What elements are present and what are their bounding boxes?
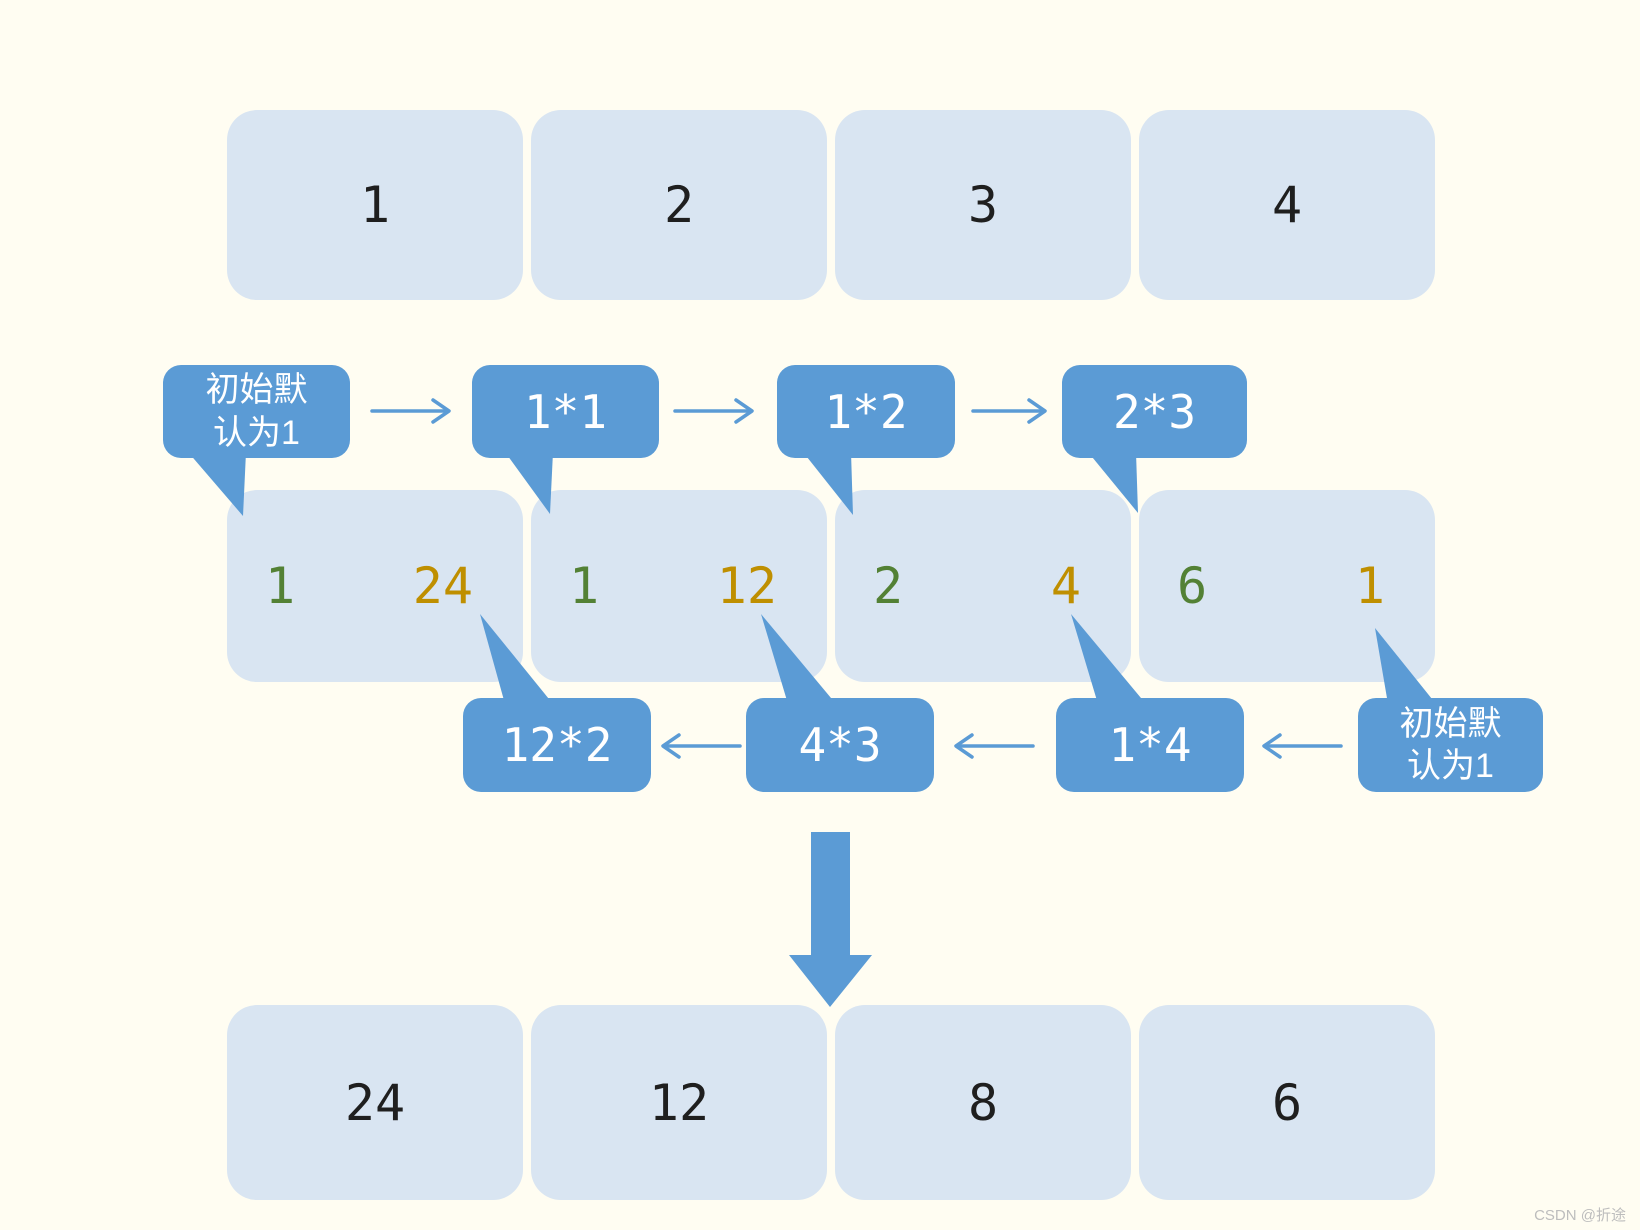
result-array-cell-1: 24 (227, 1005, 523, 1200)
input-value: 2 (663, 176, 695, 234)
tail-1x4-icon (1071, 614, 1146, 704)
input-array-cell-1: 1 (227, 110, 523, 300)
tail-12x2-icon (480, 614, 553, 704)
suffix-product-value: 4 (1050, 557, 1081, 615)
result-array-cell-2: 12 (531, 1005, 827, 1200)
tail-2x3-icon (1088, 452, 1138, 513)
bubble-2x3: 2*3 (1062, 365, 1247, 458)
bubble-1x2: 1*2 (777, 365, 955, 458)
arrow-right-3-icon (971, 398, 1047, 424)
product-array-cell-2: 1 12 (531, 490, 827, 682)
arrow-right-2-icon (673, 398, 754, 424)
bubble-init-right: 初始默认为1 (1358, 698, 1543, 792)
prefix-product-value: 1 (569, 557, 600, 615)
product-array-cell-3: 2 4 (835, 490, 1131, 682)
suffix-product-value: 1 (1354, 557, 1385, 615)
suffix-product-value: 12 (716, 557, 777, 615)
product-array-cell-1: 1 24 (227, 490, 523, 682)
input-array-cell-3: 3 (835, 110, 1131, 300)
prefix-product-value: 6 (1177, 557, 1208, 615)
input-value: 4 (1271, 176, 1303, 234)
result-array-cell-4: 6 (1139, 1005, 1435, 1200)
arrow-right-1-icon (370, 398, 451, 424)
result-value: 24 (344, 1073, 406, 1132)
arrow-left-1-icon (661, 733, 742, 759)
bubble-12x2: 12*2 (463, 698, 651, 792)
bubble-init-left: 初始默认为1 (163, 365, 350, 458)
bubble-1x1-label: 1*1 (523, 384, 608, 439)
bubble-2x3-label: 2*3 (1112, 384, 1197, 439)
input-value: 1 (359, 176, 391, 234)
arrow-left-2-icon (954, 733, 1035, 759)
result-array-cell-3: 8 (835, 1005, 1131, 1200)
result-value: 8 (967, 1073, 999, 1132)
bubble-1x4: 1*4 (1056, 698, 1244, 792)
input-array-cell-4: 4 (1139, 110, 1435, 300)
input-array-cell-2: 2 (531, 110, 827, 300)
bubble-1x1: 1*1 (472, 365, 659, 458)
bubble-1x2-label: 1*2 (824, 384, 908, 439)
tail-init-left-icon (188, 452, 246, 516)
tail-init-right-icon (1375, 628, 1436, 704)
bubble-4x3-label: 4*3 (798, 718, 882, 772)
bubble-init-right-label: 初始默认为1 (1399, 704, 1502, 786)
prefix-product-value: 1 (265, 557, 296, 615)
watermark: CSDN @折途 (1534, 1207, 1626, 1224)
big-down-arrow-icon (789, 832, 872, 1007)
bubble-4x3: 4*3 (746, 698, 934, 792)
suffix-product-value: 24 (412, 557, 473, 615)
tail-4x3-icon (761, 614, 836, 704)
bubble-1x4-label: 1*4 (1108, 718, 1192, 772)
bubble-init-left-label: 初始默认为1 (205, 371, 308, 452)
tail-1x1-icon (505, 452, 553, 514)
bubble-12x2-label: 12*2 (501, 718, 613, 772)
tail-1x2-icon (803, 452, 853, 515)
result-value: 12 (648, 1073, 710, 1132)
prefix-product-value: 2 (873, 557, 904, 615)
arrow-left-3-icon (1262, 733, 1343, 759)
result-value: 6 (1271, 1073, 1303, 1132)
input-value: 3 (967, 176, 999, 234)
